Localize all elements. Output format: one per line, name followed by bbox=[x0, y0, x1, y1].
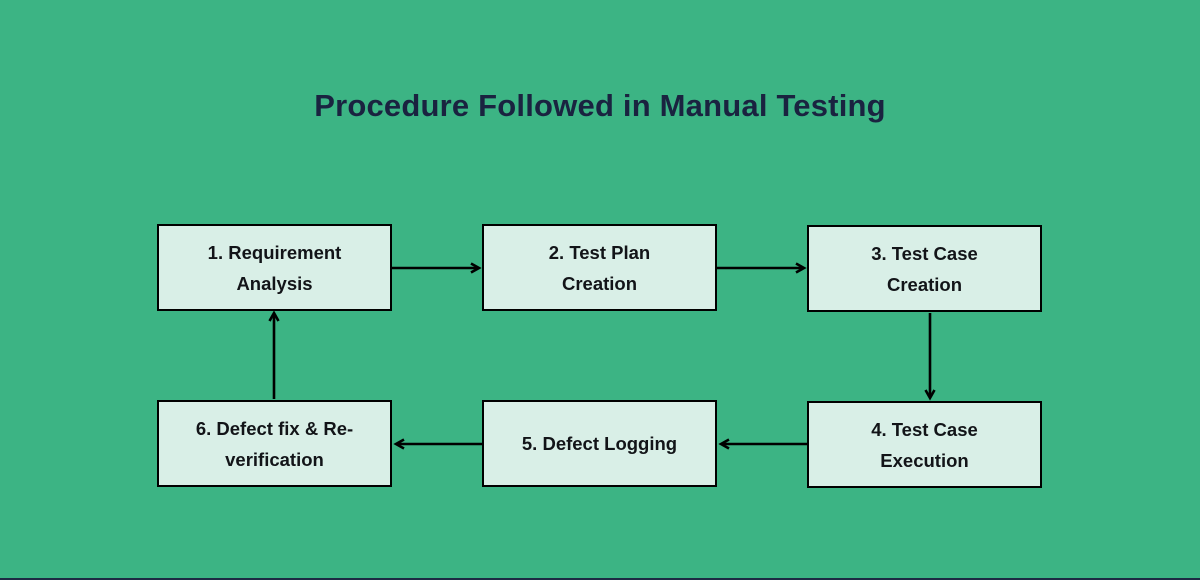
flow-node-test-plan-creation: 2. Test Plan Creation bbox=[482, 224, 717, 311]
flow-node-label-line1: 2. Test Plan bbox=[548, 241, 651, 263]
flow-node-label-line1: 3. Test Case bbox=[871, 242, 978, 264]
flow-node-defect-logging: 5. Defect Logging bbox=[482, 400, 717, 487]
page-title: Procedure Followed in Manual Testing bbox=[314, 88, 886, 123]
flow-node-test-case-creation: 3. Test Case Creation bbox=[807, 225, 1042, 312]
flow-node-label-line2: Creation bbox=[561, 272, 638, 294]
flow-node-requirement-analysis: 1. Requirement Analysis bbox=[157, 224, 392, 311]
flow-node-label-line1: 1. Requirement bbox=[207, 241, 342, 263]
flow-node-label-line2: Analysis bbox=[236, 272, 313, 294]
flow-node-label-line2: verification bbox=[225, 448, 324, 470]
bottom-edge-line bbox=[0, 578, 1200, 580]
flow-node-test-case-execution: 4. Test Case Execution bbox=[807, 401, 1042, 488]
flow-node-label-line1: 6. Defect fix & Re- bbox=[195, 417, 354, 439]
flow-node-defect-fix-reverification: 6. Defect fix & Re- verification bbox=[157, 400, 392, 487]
flow-node-label-line2: Execution bbox=[880, 449, 969, 471]
flow-node-label-line1: 5. Defect Logging bbox=[521, 433, 678, 454]
flow-node-label-line2: Creation bbox=[886, 273, 963, 295]
flow-node-label-line1: 4. Test Case bbox=[871, 418, 978, 440]
